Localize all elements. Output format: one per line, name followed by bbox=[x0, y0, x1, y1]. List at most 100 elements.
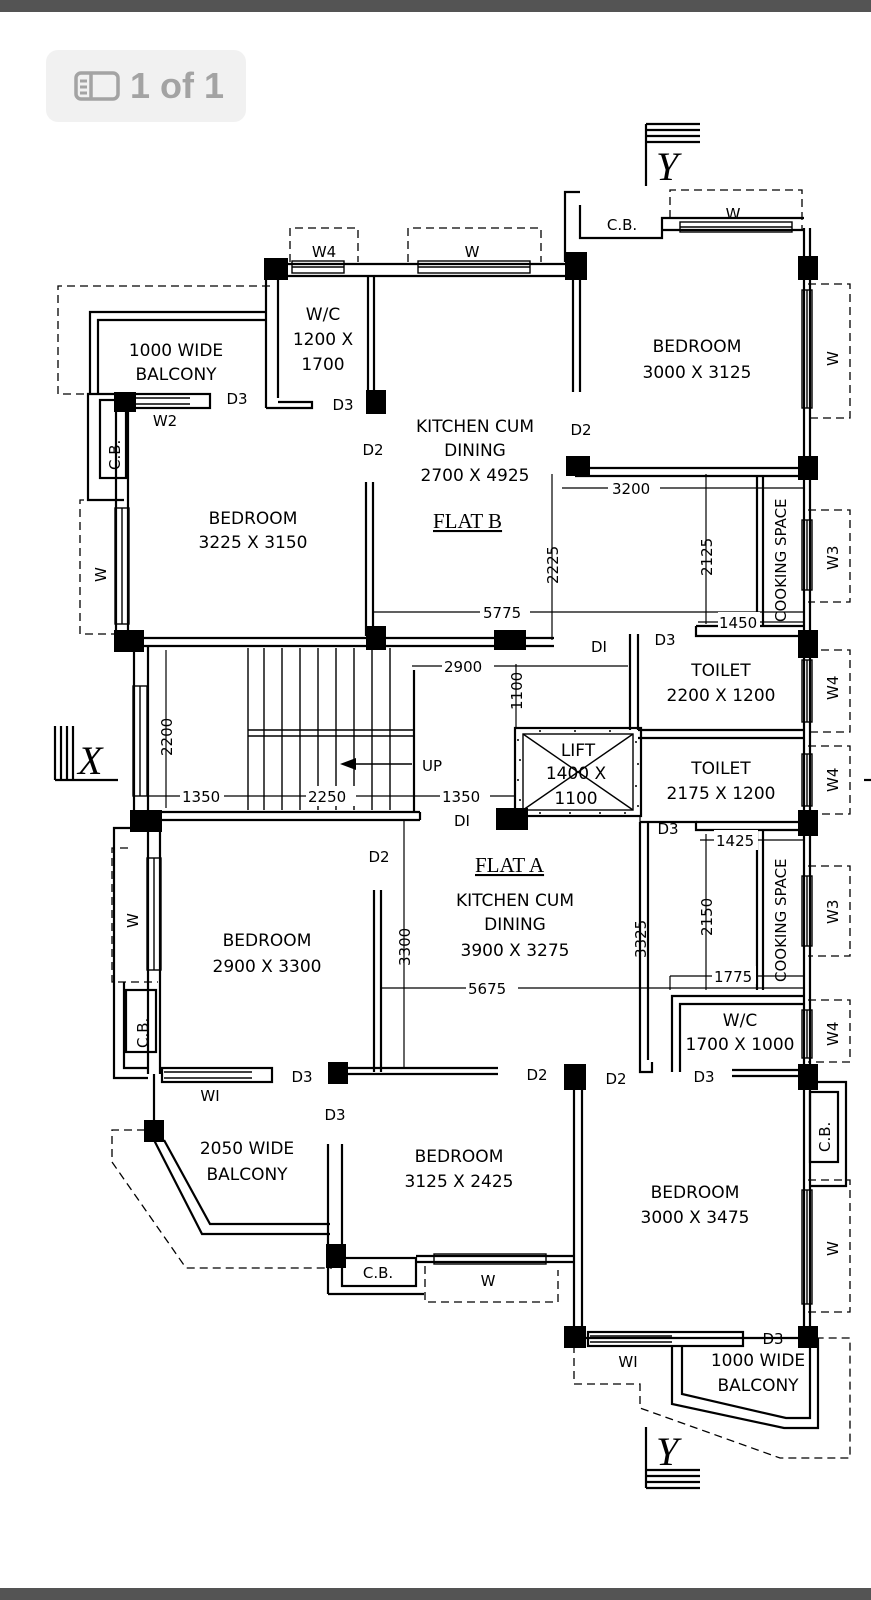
page-indicator-text: 1 of 1 bbox=[130, 65, 225, 106]
window-tag: W3 bbox=[824, 900, 842, 924]
columns bbox=[114, 252, 818, 1348]
door-tag: D3 bbox=[324, 1106, 345, 1124]
door-tag: D3 bbox=[762, 1330, 783, 1348]
bedroom-b-ne-label: BEDROOM bbox=[653, 337, 742, 357]
balcony-a-sw-label: BALCONY bbox=[206, 1165, 288, 1185]
window-tag: W bbox=[124, 913, 142, 928]
dimension-label: 3300 bbox=[396, 928, 414, 966]
dimension-label: 1350 bbox=[182, 788, 220, 806]
window-tag: W4 bbox=[824, 1022, 842, 1046]
balcony-b-label: 1000 WIDE bbox=[129, 341, 223, 361]
vertical-opening-tags: W W3 W4 W4 W3 W4 C.B. W C.B. W W C.B. bbox=[92, 351, 842, 1256]
window-tag: WI bbox=[618, 1353, 637, 1371]
dimension-label: 2900 bbox=[444, 658, 482, 676]
dimension-label: 2125 bbox=[698, 538, 716, 576]
balcony-a-se-label: 1000 WIDE bbox=[711, 1351, 805, 1371]
window-tag: W bbox=[465, 243, 480, 261]
door-tag: D3 bbox=[226, 390, 247, 408]
bedroom-a-w-label: 2900 X 3300 bbox=[213, 957, 322, 977]
door-tag: D2 bbox=[362, 441, 383, 459]
door-tag: D3 bbox=[291, 1068, 312, 1086]
opening-tags: C.B. W W4 W W2 WI C.B. W WI D3 D3 D2 D2 … bbox=[153, 205, 784, 1371]
balcony-b-label: BALCONY bbox=[135, 365, 217, 385]
axis-marker-x: X bbox=[53, 726, 118, 783]
kitchen-a-label: KITCHEN CUM bbox=[456, 891, 574, 911]
axis-marker-y-top: Y bbox=[644, 122, 700, 189]
bedroom-b-w-label: 3225 X 3150 bbox=[199, 533, 308, 553]
balcony-a-sw-label: 2050 WIDE bbox=[200, 1139, 294, 1159]
dimension-labels: 3200 2125 2225 5775 1450 2900 1100 2200 … bbox=[158, 478, 760, 998]
dimension-label: 1450 bbox=[719, 614, 757, 632]
lift-hatch bbox=[517, 730, 639, 814]
dimension-label: 1350 bbox=[442, 788, 480, 806]
axis-label-y-bottom: Y bbox=[656, 1429, 682, 1474]
bedroom-a-s-label: 3125 X 2425 bbox=[405, 1172, 514, 1192]
lift-label: 1100 bbox=[554, 789, 597, 809]
axis-marker-y-bottom: Y bbox=[644, 1427, 700, 1490]
axis-label-x: X bbox=[76, 738, 104, 783]
window-tag: W bbox=[92, 567, 110, 582]
window-tag: W bbox=[726, 205, 741, 223]
window-tag: W4 bbox=[824, 676, 842, 700]
wc-a-label: 1700 X 1000 bbox=[686, 1035, 795, 1055]
lift-label: 1400 X bbox=[546, 764, 607, 784]
door-tag: D3 bbox=[654, 631, 675, 649]
dimension-label: 2200 bbox=[158, 718, 176, 756]
kitchen-a-label: 3900 X 3275 bbox=[461, 941, 570, 961]
door-tag: D3 bbox=[693, 1068, 714, 1086]
bedroom-b-ne-label: 3000 X 3125 bbox=[643, 363, 752, 383]
door-tag: D2 bbox=[368, 848, 389, 866]
cb-tag: C.B. bbox=[363, 1264, 393, 1282]
dimension-label: 1425 bbox=[716, 832, 754, 850]
balcony-a-se-label: BALCONY bbox=[717, 1376, 799, 1396]
cooking-space-b-label: COOKING SPACE bbox=[772, 498, 790, 622]
toilet-b-label: TOILET bbox=[690, 661, 751, 681]
wc-b-label: W/C bbox=[306, 305, 340, 325]
flat-b-title: FLAT B bbox=[433, 509, 502, 533]
cb-tag: C.B. bbox=[816, 1122, 834, 1152]
page-indicator[interactable]: 1 of 1 bbox=[46, 50, 246, 122]
room-labels: 1000 WIDE BALCONY W/C 1200 X 1700 KITCHE… bbox=[129, 305, 805, 1396]
dimension-label: 3325 bbox=[632, 920, 650, 958]
dimension-label: 2150 bbox=[698, 898, 716, 936]
door-tag: D2 bbox=[605, 1070, 626, 1088]
window-tag: W bbox=[481, 1272, 496, 1290]
flat-a-title: FLAT A bbox=[475, 853, 545, 877]
cb-tag: C.B. bbox=[134, 1018, 152, 1048]
kitchen-b-label: DINING bbox=[444, 441, 506, 461]
door-tag: D2 bbox=[570, 421, 591, 439]
window-tag: W4 bbox=[312, 243, 336, 261]
window-tag: W2 bbox=[153, 412, 177, 430]
door-tag: DI bbox=[454, 812, 470, 830]
dimension-label: 2250 bbox=[308, 788, 346, 806]
bedroom-b-w-label: BEDROOM bbox=[209, 509, 298, 529]
axis-label-y-top: Y bbox=[656, 144, 682, 189]
door-tag: D3 bbox=[657, 820, 678, 838]
bedroom-a-se-label: 3000 X 3475 bbox=[641, 1208, 750, 1228]
door-tag: D3 bbox=[332, 396, 353, 414]
cb-tag: C.B. bbox=[106, 440, 124, 470]
window-tag: W4 bbox=[824, 768, 842, 792]
top-bar bbox=[0, 0, 871, 12]
windows bbox=[114, 221, 813, 1343]
window-tag: WI bbox=[200, 1087, 219, 1105]
wc-b-label: 1700 bbox=[301, 355, 344, 375]
dimension-label: 5775 bbox=[483, 604, 521, 622]
wc-b-label: 1200 X bbox=[293, 330, 354, 350]
toilet-a-label: TOILET bbox=[690, 759, 751, 779]
cb-tag: C.B. bbox=[607, 216, 637, 234]
window-tag: W3 bbox=[824, 546, 842, 570]
toilet-b-label: 2200 X 1200 bbox=[667, 686, 776, 706]
bedroom-a-s-label: BEDROOM bbox=[415, 1147, 504, 1167]
dimension-label: 1100 bbox=[508, 672, 526, 710]
door-tag: DI bbox=[591, 638, 607, 656]
bottom-bar bbox=[0, 1588, 871, 1600]
page-view-icon bbox=[74, 71, 120, 101]
bedroom-a-w-label: BEDROOM bbox=[223, 931, 312, 951]
dimension-label: 2225 bbox=[544, 546, 562, 584]
dimension-label: 3200 bbox=[612, 480, 650, 498]
up-label: UP bbox=[422, 757, 442, 775]
kitchen-b-label: KITCHEN CUM bbox=[416, 417, 534, 437]
wc-a-label: W/C bbox=[723, 1011, 757, 1031]
